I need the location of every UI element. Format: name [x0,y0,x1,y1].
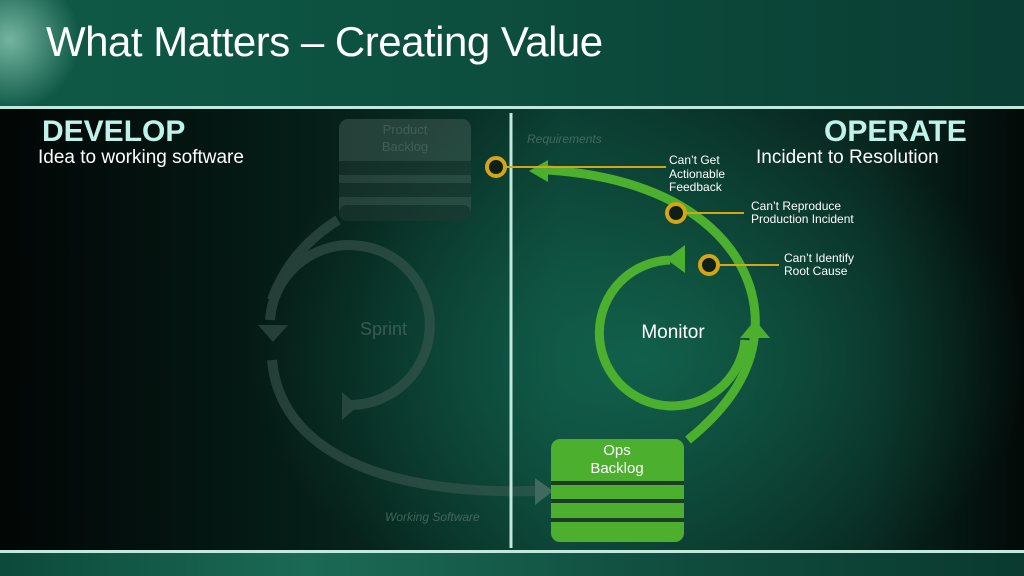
callout-3-line-2: Root Cause [784,264,848,278]
sprint-arrowhead-left [258,325,288,342]
pain-point-marker-3 [698,254,720,276]
develop-heading: DEVELOP [42,115,186,148]
product-backlog-line-2: Backlog [382,139,428,154]
monitor-label: Monitor [641,322,705,343]
requirements-flow [547,165,760,444]
pain-point-marker-1 [485,156,507,178]
sprint-arrowhead-bottom [342,392,358,420]
product-backlog-line-1: Product [383,122,428,137]
requirements-label: Requirements [527,132,602,146]
callout-2-line-1: Can’t Reproduce [751,199,841,213]
callout-3-line-1: Can’t Identify [784,251,854,265]
develop-diagram: Product Backlog Sprint Requirements Work… [258,119,602,524]
callout-1-line-2: Actionable [669,167,725,181]
ops-backlog-line-2: Backlog [590,460,643,477]
callout-1-line-3: Feedback [669,180,723,194]
operate-subtitle: Incident to Resolution [756,147,939,168]
header-divider [0,106,1024,109]
ops-backlog-box: Ops Backlog [551,439,684,542]
working-software-label: Working Software [385,510,480,524]
operate-heading: OPERATE [824,115,967,148]
slide-header: What Matters – Creating Value [0,0,1024,106]
monitor-loop [594,255,750,411]
product-backlog-box: Product Backlog [339,119,471,221]
monitor-arrowhead [666,245,685,273]
footer-divider [0,550,1024,553]
operate-diagram: Monitor Ops Backlog Can’t Get Actionable… [485,153,854,542]
develop-subtitle: Idea to working software [38,147,244,168]
backlog-to-sprint-connector [267,215,341,302]
slide-title: What Matters – Creating Value [46,18,603,65]
ops-backlog-line-1: Ops [603,442,631,459]
sprint-label: Sprint [360,319,407,339]
pain-point-marker-2 [665,202,687,224]
working-software-flow [267,359,536,497]
callout-1-line-1: Can’t Get [669,153,720,167]
slide-footer [0,553,1024,576]
header-glow [0,0,120,106]
operate-arrowhead-right [740,320,770,338]
callout-2-line-2: Production Incident [751,212,854,226]
working-software-arrowhead [535,478,553,505]
requirements-arrowhead [529,160,548,182]
